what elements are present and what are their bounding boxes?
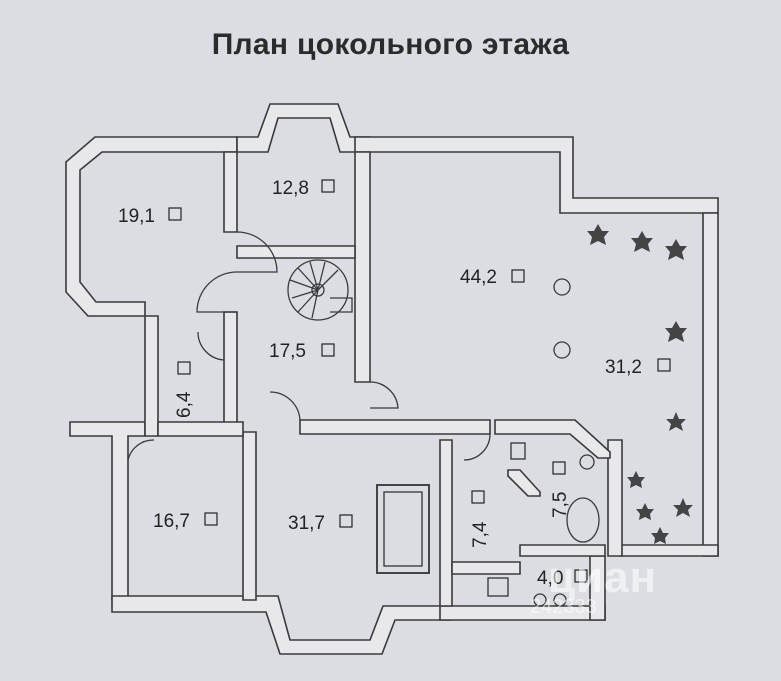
sauna-stove [579, 454, 595, 470]
square-meter-icon [177, 361, 191, 375]
door-swing [197, 331, 225, 361]
square-meter-icon [471, 490, 485, 504]
watermark-logo: циан [548, 553, 658, 602]
door-swing [369, 381, 399, 409]
plants [587, 224, 693, 544]
room-area-label: 7,4 [470, 521, 491, 548]
door-swing [269, 391, 301, 421]
square-meter-icon [321, 179, 335, 193]
column [553, 278, 571, 296]
shower-box [510, 442, 526, 460]
sink-box [487, 577, 509, 597]
door-swing [463, 433, 491, 461]
column [553, 341, 571, 359]
room-area-label: 7,5 [550, 492, 571, 518]
room-area-label: 16,7 [153, 511, 190, 532]
room-area-label: 44,2 [460, 267, 497, 288]
plant-icon [651, 527, 669, 544]
spiral-staircase [287, 259, 353, 321]
plant-icon [627, 471, 645, 488]
pool-outline [376, 484, 430, 574]
square-meter-icon [574, 569, 588, 583]
square-meter-icon [657, 358, 671, 372]
bathtub [566, 497, 600, 543]
watermark-id: 242333 [530, 596, 597, 618]
plant-icon [631, 231, 653, 252]
fixtures [127, 231, 600, 607]
door-swing [236, 231, 278, 273]
room-area-label: 12,8 [272, 178, 309, 199]
square-meter-icon [204, 512, 218, 526]
plant-icon [673, 498, 693, 517]
pool-inner [383, 491, 423, 567]
door-swing [127, 439, 155, 461]
plant-icon [666, 412, 686, 431]
plant-icon [636, 503, 654, 520]
walls [65, 103, 719, 655]
room-labels: 19,1 12,8 44,2 31,2 17,5 6,4 16,7 31,7 7… [118, 178, 671, 589]
square-meter-icon [511, 269, 525, 283]
plant-icon [665, 321, 687, 342]
room-area-label: 31,7 [288, 513, 325, 534]
plant-icon [665, 239, 687, 260]
bidet [553, 593, 567, 607]
square-meter-icon [168, 207, 182, 221]
room-area-label: 17,5 [269, 341, 306, 362]
square-meter-icon [339, 514, 353, 528]
door-swing [196, 271, 238, 313]
toilet [533, 593, 547, 607]
square-meter-icon [552, 461, 566, 475]
room-area-label: 4,0 [537, 568, 563, 589]
room-area-label: 19,1 [118, 206, 155, 227]
room-area-label: 6,4 [174, 391, 195, 418]
page-title: План цокольного этажа [211, 28, 570, 61]
room-area-label: 31,2 [605, 357, 642, 378]
plant-icon [587, 224, 609, 245]
square-meter-icon [321, 343, 335, 357]
